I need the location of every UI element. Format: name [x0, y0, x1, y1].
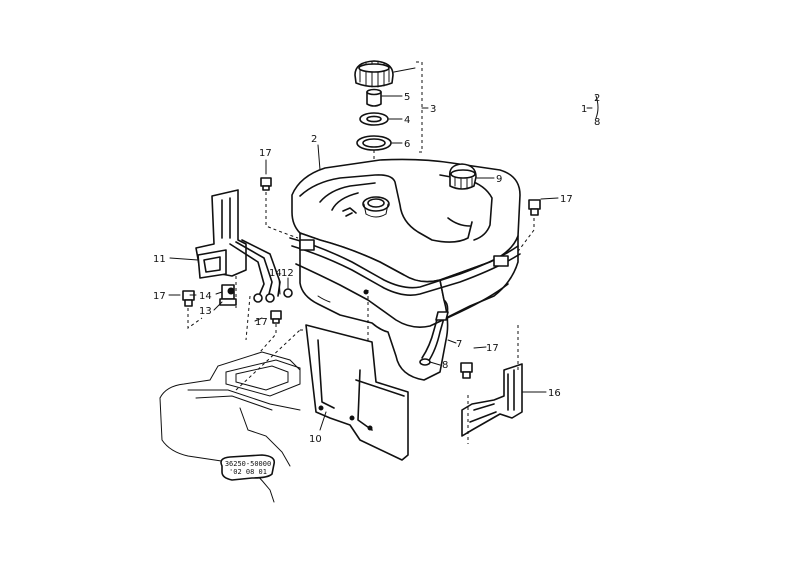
bracket-guide-line	[235, 276, 251, 341]
callout-7: 7	[456, 339, 462, 350]
callout-17-c: 17	[153, 291, 166, 302]
drain-hose	[419, 311, 449, 366]
callout-17-e: 17	[486, 343, 499, 354]
leader-lines	[168, 61, 599, 431]
right-bracket-guide	[467, 325, 519, 444]
stamp-line-1: 36250-50000	[225, 460, 271, 468]
callout-14-a: 14	[199, 291, 212, 302]
bolt-17-d-line	[259, 324, 277, 353]
bolt-17-c-line	[187, 308, 203, 329]
callout-9: 9	[496, 174, 502, 185]
callout-2: 2	[311, 134, 317, 145]
protector-plate	[305, 324, 409, 461]
callout-16: 16	[548, 388, 561, 399]
callouts: 1 2 8 2 3 4 5 6 7 8 9 10 11 12 13 14 14 …	[153, 92, 600, 445]
callout-1: 1	[581, 104, 587, 115]
callout-11: 11	[153, 254, 166, 265]
cap-gasket	[359, 112, 389, 126]
bolt-17-b-line	[515, 218, 535, 255]
bolt-17-a	[260, 177, 272, 191]
callout-1-group-2: 2	[594, 93, 600, 104]
drawing-stamp: 36250-50000 '02 08 01	[220, 454, 276, 481]
bolt-17-e	[460, 362, 473, 379]
machine-frame-outline	[159, 329, 304, 503]
callout-3: 3	[430, 104, 436, 115]
callout-5: 5	[404, 92, 410, 103]
callout-10: 10	[309, 434, 322, 445]
right-bracket	[461, 363, 523, 437]
bolt-17-c	[182, 290, 195, 307]
callout-14-b: 14	[269, 268, 282, 279]
callout-17-b: 17	[560, 194, 573, 205]
gauge-cap	[448, 163, 477, 190]
callout-1-group-8: 8	[594, 117, 600, 128]
cap-packing	[356, 135, 392, 151]
callout-17-a: 17	[259, 148, 272, 159]
callout-6: 6	[404, 139, 410, 150]
left-bracket	[195, 189, 293, 306]
bolt-17-b	[528, 199, 541, 216]
filler-cap	[354, 60, 394, 88]
bolt-17-a-line	[265, 192, 299, 239]
callout-17-d: 17	[255, 317, 268, 328]
callout-13: 13	[199, 306, 212, 317]
bolt-17-d	[270, 310, 282, 324]
callout-12: 12	[281, 268, 294, 279]
cap-strainer	[366, 88, 382, 107]
fuel-tank	[289, 158, 521, 381]
callout-8: 8	[442, 360, 448, 371]
stamp-line-2: '02 08 01	[229, 468, 267, 476]
callout-4: 4	[404, 115, 410, 126]
